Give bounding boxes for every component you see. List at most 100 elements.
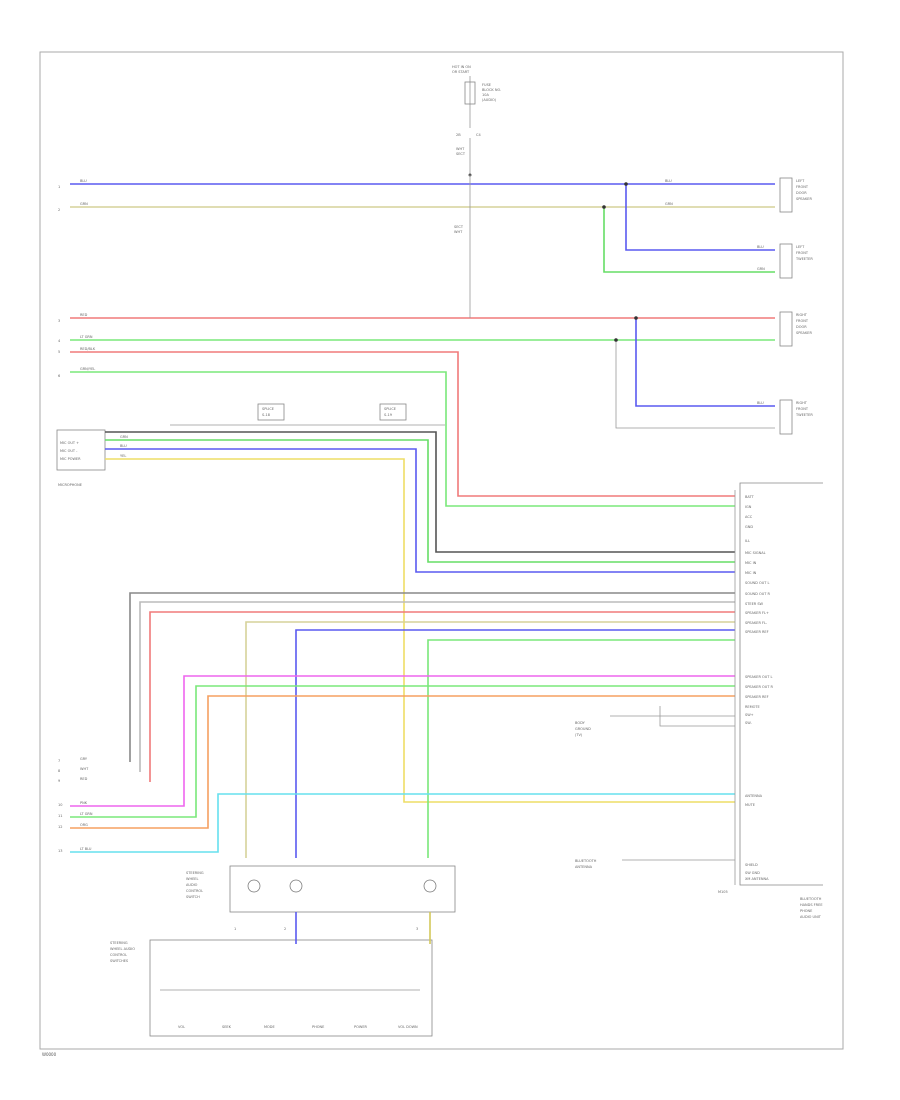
svg-text:S-19: S-19 [384,413,392,417]
svg-text:MIC IN: MIC IN [745,571,757,575]
svg-text:SECT: SECT [454,225,464,229]
svg-text:WHT: WHT [80,767,89,771]
svg-text:SPEAKER: SPEAKER [796,197,812,201]
svg-text:10A: 10A [482,93,489,97]
svg-text:CONTROL: CONTROL [110,953,127,957]
svg-text:SW-: SW- [745,721,753,725]
svg-text:WHEEL: WHEEL [186,877,199,881]
svg-text:SECT: SECT [456,152,466,156]
svg-text:3: 3 [58,319,60,323]
svg-text:12: 12 [58,825,62,829]
svg-text:GROUND: GROUND [575,727,591,731]
svg-text:MIC SIGNAL: MIC SIGNAL [745,551,766,555]
svg-text:MODE: MODE [264,1025,275,1029]
svg-text:POWER: POWER [354,1025,368,1029]
svg-text:SW GND: SW GND [745,871,760,875]
svg-text:3: 3 [416,927,418,931]
diagram-id: W0000 [42,1052,57,1057]
svg-text:LEFT: LEFT [796,179,805,183]
svg-text:DOOR: DOOR [796,191,807,195]
svg-text:YEL: YEL [120,454,126,458]
svg-text:SPEAKER OUT R: SPEAKER OUT R [745,685,774,689]
svg-text:RED: RED [80,313,88,317]
svg-text:ACC: ACC [745,515,753,519]
svg-text:9: 9 [58,779,60,783]
svg-text:GRN: GRN [757,267,765,271]
svg-text:MIC IN: MIC IN [745,561,757,565]
bluetooth-audio-unit: BATT IGN ACC GND ILL MIC SIGNAL MIC IN M… [718,482,823,919]
steering-switch-assembly: STEERING WHEEL AUDIO CONTROL SWITCHES VO… [110,912,433,1037]
svg-text:HOT IN ON: HOT IN ON [452,65,471,69]
svg-text:AUDIO: AUDIO [186,883,198,887]
svg-text:BLU: BLU [665,179,672,183]
speaker-wires: BLU GRN BLU GRN BLU GRN RED LT GRN RED/B… [70,175,775,507]
bluetooth-antenna: BLUETOOTH ANTENNA [575,859,735,869]
svg-text:SPEAKER REF: SPEAKER REF [745,630,769,634]
svg-text:SW+: SW+ [745,713,754,717]
svg-text:1: 1 [58,185,60,189]
svg-text:FRONT: FRONT [796,185,809,189]
svg-text:SPEAKER REF: SPEAKER REF [745,695,769,699]
svg-text:DOOR: DOOR [796,325,807,329]
svg-text:BLU: BLU [120,444,127,448]
svg-text:BATT: BATT [745,495,755,499]
svg-text:BLOCK NO.: BLOCK NO. [482,88,501,92]
svg-text:WHT: WHT [454,230,463,234]
svg-text:XM ANTENNA: XM ANTENNA [745,877,769,881]
svg-text:2B: 2B [456,133,461,137]
svg-text:13: 13 [58,849,62,853]
svg-text:LT GRN: LT GRN [80,335,93,339]
svg-text:PHONE: PHONE [312,1025,324,1029]
svg-text:STEERING: STEERING [110,941,128,945]
svg-text:SOUND OUT R: SOUND OUT R [745,592,771,596]
svg-text:MICROPHONE: MICROPHONE [58,483,82,487]
svg-text:WHEEL AUDIO: WHEEL AUDIO [110,947,135,951]
svg-text:SOUND OUT L: SOUND OUT L [745,581,770,585]
left-front-speaker: LEFT FRONT DOOR SPEAKER [779,177,812,213]
svg-text:VOL DOWN: VOL DOWN [398,1025,418,1029]
svg-text:ILL: ILL [745,539,750,543]
svg-text:RED: RED [80,777,88,781]
svg-text:GRN: GRN [120,435,128,439]
svg-text:SHIELD: SHIELD [745,863,758,867]
svg-text:BLU: BLU [80,179,87,183]
splice-s18: SPLICE S-18 [257,403,285,421]
svg-text:MUTE: MUTE [745,803,755,807]
svg-text:TWEETER: TWEETER [795,413,813,417]
svg-text:AUDIO UNIT: AUDIO UNIT [800,915,822,919]
svg-text:RIGHT: RIGHT [796,313,808,317]
svg-text:RED/BLK: RED/BLK [80,347,96,351]
svg-text:SPLICE: SPLICE [262,407,274,411]
microphone: MIC OUT + MIC OUT - MIC POWER MICROPHONE [56,429,106,487]
svg-text:SWITCHES: SWITCHES [110,959,129,963]
left-front-tweeter: LEFT FRONT TWEETER [779,243,813,279]
right-front-tweeter: RIGHT FRONT TWEETER [779,399,813,435]
svg-text:BLUETOOTH: BLUETOOTH [575,859,597,863]
svg-text:CONTROL: CONTROL [186,889,203,893]
svg-text:STEER SW: STEER SW [745,602,764,606]
svg-text:MIC POWER: MIC POWER [60,457,81,461]
svg-text:HANDS FREE: HANDS FREE [800,903,823,907]
svg-text:LT GRN: LT GRN [80,812,93,816]
svg-text:5: 5 [58,350,60,354]
svg-text:GRN/YEL: GRN/YEL [80,367,95,371]
svg-text:GRN: GRN [665,202,673,206]
svg-text:4: 4 [58,339,61,343]
svg-text:M105: M105 [718,890,728,894]
svg-text:S-18: S-18 [262,413,270,417]
svg-text:OR START: OR START [452,70,470,74]
svg-text:(AUDIO): (AUDIO) [482,98,497,102]
svg-text:GRN: GRN [80,202,88,206]
svg-text:10: 10 [58,803,62,807]
svg-text:STEERING: STEERING [186,871,204,875]
svg-text:VOL: VOL [178,1025,185,1029]
svg-text:ANTENNA: ANTENNA [745,794,763,798]
svg-text:MIC OUT +: MIC OUT + [60,441,79,445]
svg-text:MIC OUT -: MIC OUT - [60,449,78,453]
svg-text:1: 1 [234,927,236,931]
svg-text:WHT: WHT [456,147,465,151]
svg-text:8: 8 [58,769,60,773]
mic-harness: GRN BLU YEL [105,424,735,803]
svg-text:SPEAKER FL-: SPEAKER FL- [745,621,768,625]
svg-text:LEFT: LEFT [796,245,805,249]
